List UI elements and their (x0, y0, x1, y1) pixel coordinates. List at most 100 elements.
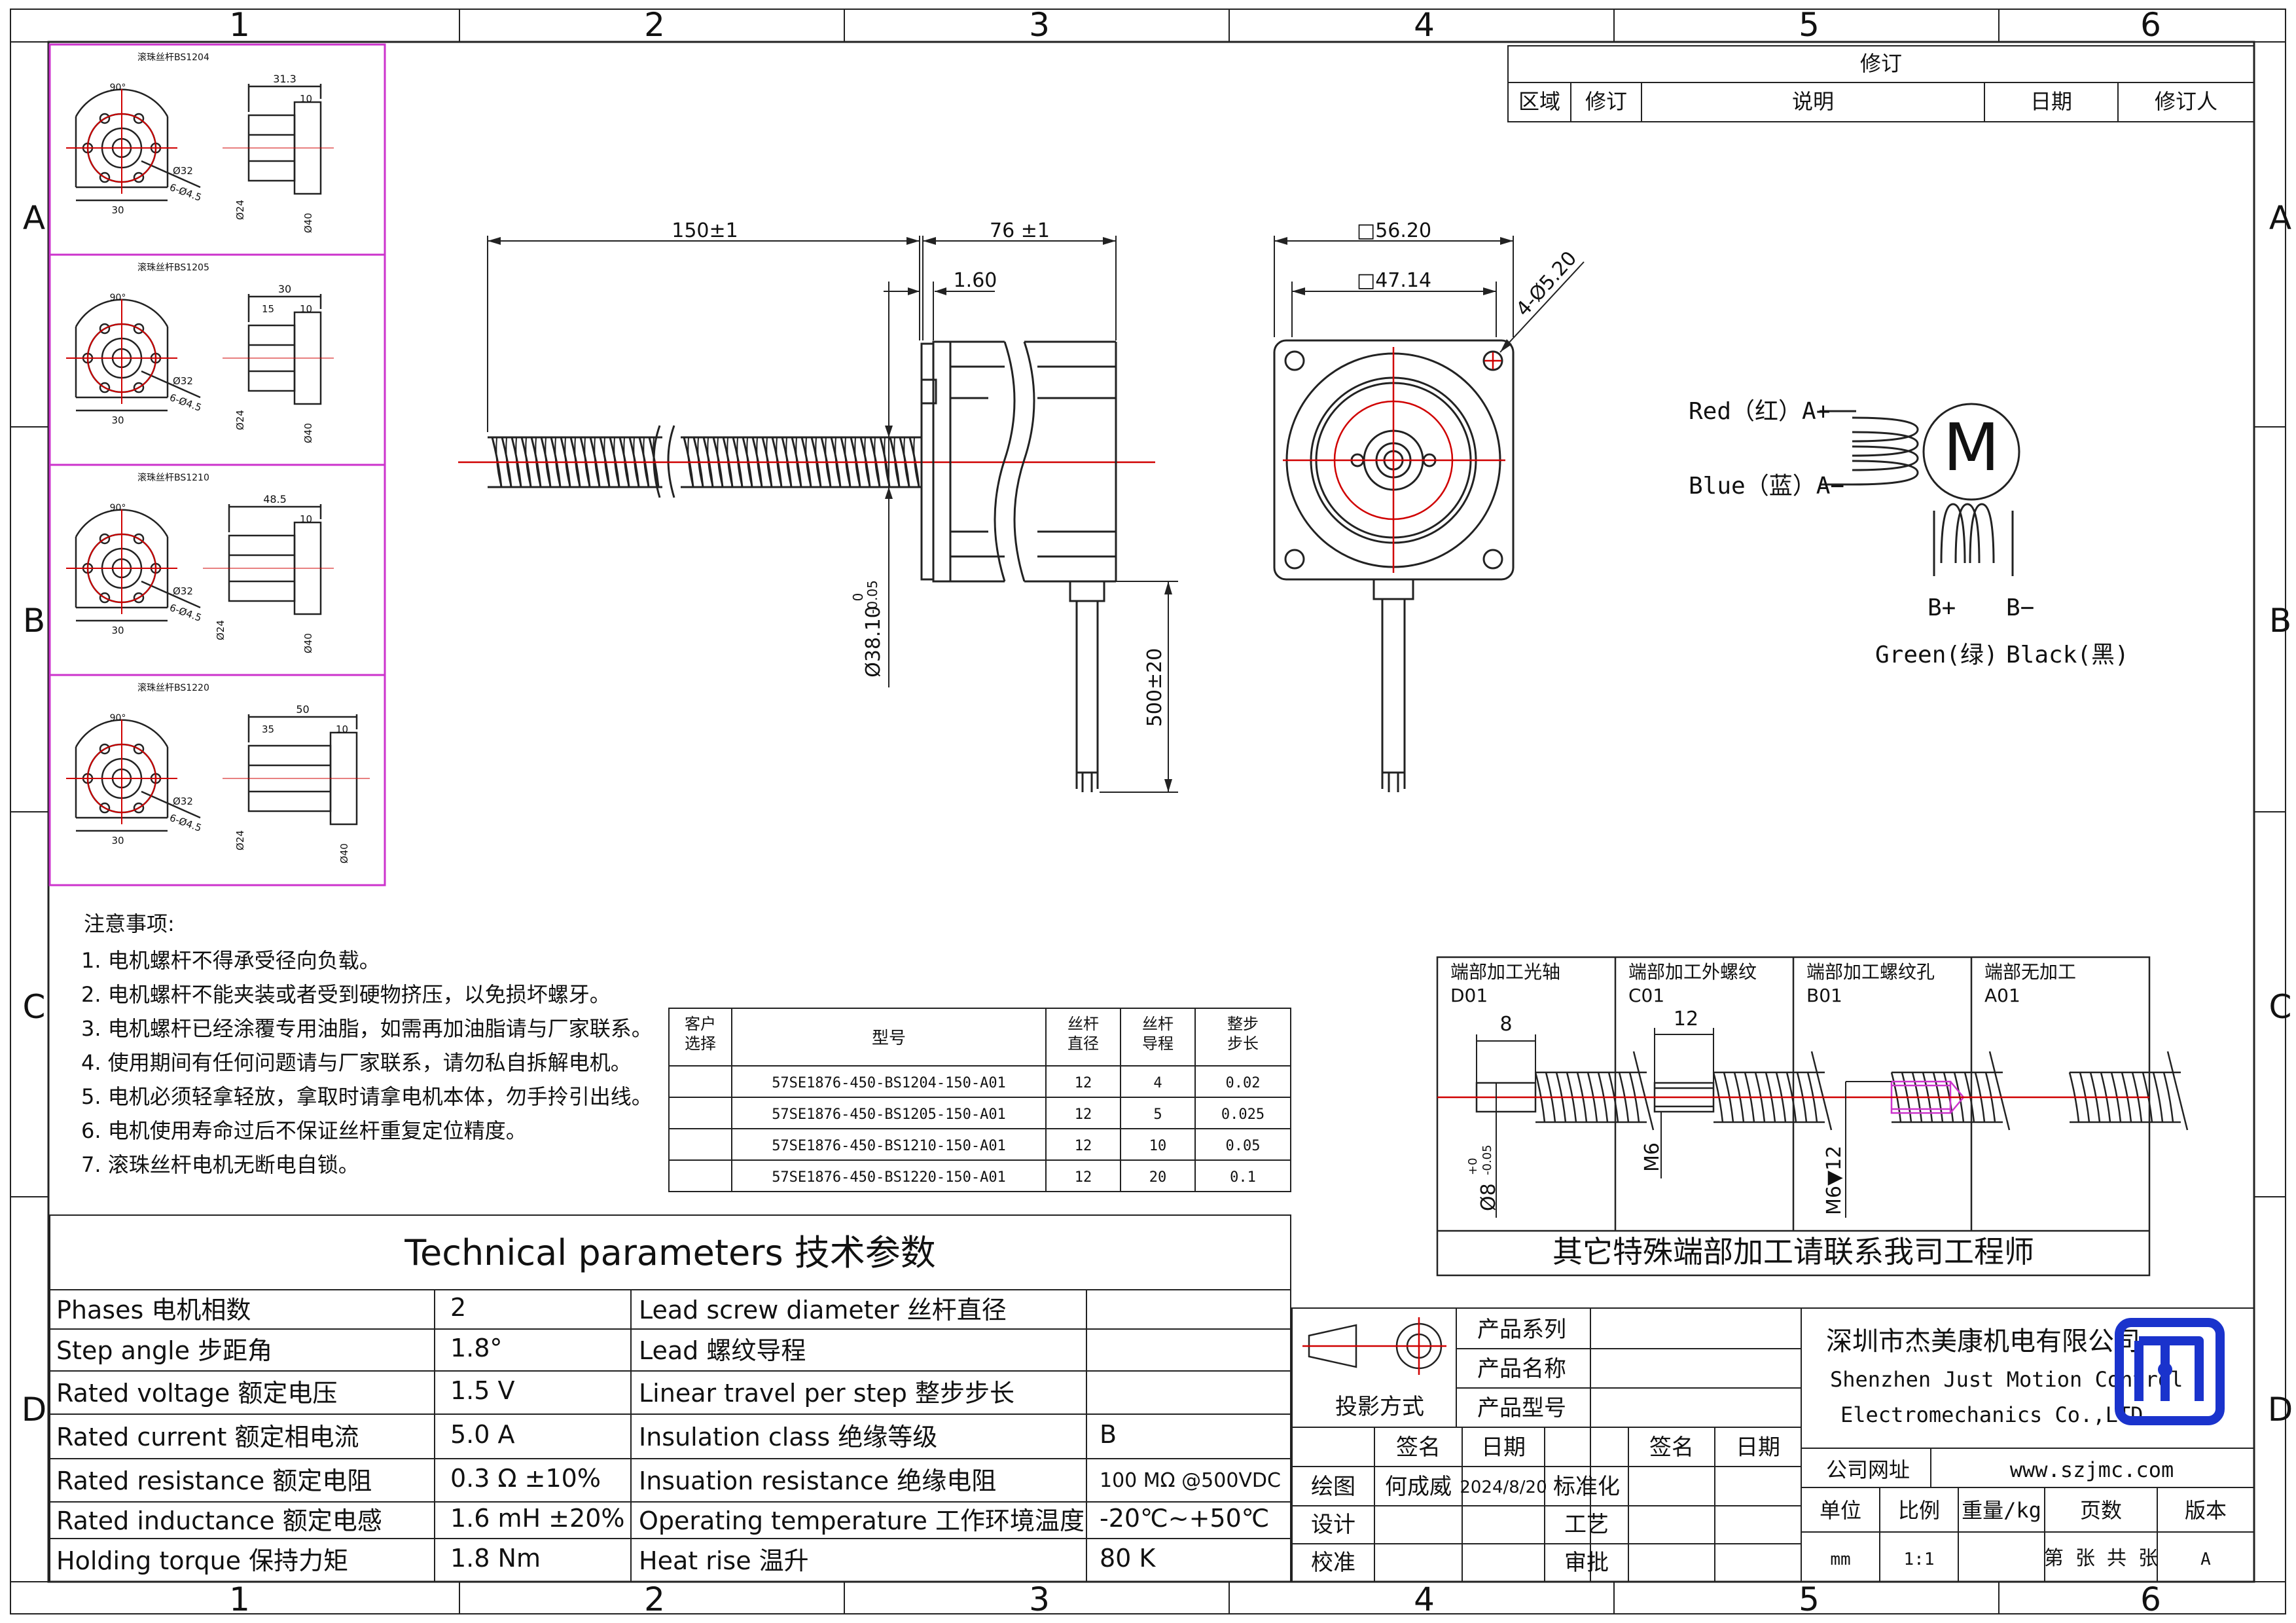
tech-param-value: 0.3 Ω ±10% (450, 1464, 601, 1493)
grid-row-label: C (2269, 988, 2292, 1026)
variant-dim: 10 (300, 93, 312, 105)
variant-title: 滚珠丝杆BS1220 (137, 682, 209, 693)
projection-symbol (1302, 1317, 1446, 1375)
tb-pages-label: 页数 (2080, 1498, 2122, 1523)
end-option-name: 端部无加工 (1984, 961, 2076, 983)
tech-param-value: 1.8 Nm (450, 1544, 541, 1573)
tech-param-label: Heat rise 温升 (639, 1546, 809, 1575)
variant-dim: 90° (110, 503, 126, 513)
grid-col-label: 2 (644, 6, 665, 44)
tech-param-label: Lead screw diameter 丝杆直径 (639, 1296, 1007, 1324)
variant-dim: 10 (336, 723, 348, 735)
tb-date: 日期 (1481, 1434, 1526, 1461)
tech-param-label: Step angle 步距角 (56, 1336, 272, 1365)
lead-screw (458, 425, 1155, 498)
tb-website-label: 公司网址 (1826, 1457, 1910, 1482)
variant-dim: 30 (111, 414, 124, 426)
model-table-cell: 20 (1149, 1169, 1167, 1186)
note-item: 1. 电机螺杆不得承受径向负载。 (81, 948, 380, 973)
wiring-diagram: M Red（红）A+ Blue（蓝）A− B+ B− Green(绿) Blac… (1689, 398, 2129, 668)
variant-dim: 10 (300, 513, 312, 525)
variant-dim: Ø40 (338, 843, 350, 864)
dim-length: 150±1 (672, 219, 738, 242)
variant-dim: 15 (262, 303, 274, 315)
model-table-cell: 0.025 (1221, 1106, 1265, 1123)
dim-boss-dia: Ø38.10 (862, 606, 885, 678)
tech-param-label: Phases 电机相数 (56, 1296, 251, 1324)
end-option-name: 端部加工螺纹孔 (1806, 961, 1935, 983)
company-name-cn: 深圳市杰美康机电有限公司 (1826, 1326, 2140, 1357)
revision-title: 修订 (1860, 51, 1902, 76)
model-table-header: 整步步长 (1227, 1015, 1259, 1053)
end-option-name: 端部加工外螺纹 (1628, 961, 1757, 983)
tb-process: 工艺 (1564, 1512, 1609, 1538)
variant-dim: Ø24 (234, 830, 246, 850)
notes-title: 注意事项: (84, 911, 175, 936)
wire-b-plus: B+ (1928, 594, 1956, 621)
tech-param-value: 100 MΩ @500VDC (1100, 1469, 1281, 1492)
end-option-dim: +0 (1466, 1158, 1480, 1175)
grid-row-label: A (23, 199, 45, 237)
variant-dim: Ø24 (215, 620, 226, 640)
revision-header: 说明 (1792, 89, 1834, 114)
model-table-cell: 57SE1876-450-BS1210-150-A01 (772, 1138, 1006, 1154)
variant-dim: 50 (296, 703, 309, 716)
variant-dim: 90° (110, 713, 126, 723)
technical-parameters-table: Technical parameters 技术参数 Phases 电机相数 2 Lea… (49, 1214, 1291, 1582)
dim-flange: 1.60 (954, 269, 997, 292)
wire-a-minus: Blue（蓝）A− (1689, 473, 1844, 500)
end-option-code: A01 (1984, 985, 2020, 1006)
model-table-header: 客户选择 (685, 1015, 716, 1053)
grid-col-label: 2 (644, 1580, 665, 1618)
model-table-cell: 0.02 (1226, 1075, 1261, 1091)
note-item: 3. 电机螺杆已经涂覆专用油脂，如需再加油脂请与厂家联系。 (81, 1016, 653, 1041)
variant-dim: 90° (110, 293, 126, 303)
tb-sign: 签名 (1396, 1434, 1441, 1461)
tech-param-value: 1.5 V (450, 1376, 515, 1405)
tech-param-label: Holding torque 保持力矩 (56, 1546, 348, 1575)
variant-dim: 31.3 (273, 73, 296, 85)
wire-black: Black(黑) (2006, 642, 2129, 668)
model-table-cell: 12 (1075, 1075, 1092, 1091)
tech-param-value: 2 (450, 1293, 466, 1322)
model-table-header: 丝杆导程 (1142, 1015, 1174, 1053)
tech-param-value: 1.8° (450, 1334, 502, 1362)
grid-labels: 1 2 3 4 5 6 1 2 3 4 5 6 A B C D A B C D (22, 6, 2293, 1618)
grid-col-label: 5 (1799, 1580, 1820, 1618)
notes: 注意事项: 1. 电机螺杆不得承受径向负载。 2. 电机螺杆不能夹装或者受到硬物… (81, 911, 653, 1177)
tb-website: www.szjmc.com (2010, 1457, 2174, 1482)
model-table-cell: 57SE1876-450-BS1205-150-A01 (772, 1106, 1006, 1123)
grid-col-label: 1 (229, 6, 250, 44)
tb-check: 校准 (1311, 1550, 1355, 1576)
end-option-dim: 8 (1499, 1013, 1512, 1036)
front-view: □56.20 □47.14 4-Ø5.20 (1273, 219, 1585, 792)
tb-drawer: 何成威 (1385, 1474, 1452, 1500)
tech-param-value: -20℃~+50℃ (1100, 1504, 1269, 1533)
tech-param-label: Insuation resistance 绝缘电阻 (639, 1467, 996, 1495)
variant-dim: Ø32 (173, 375, 193, 387)
motor-symbol: M (1943, 409, 2000, 486)
tb-unit: mm (1830, 1550, 1850, 1569)
tb-weight-label: 重量/kg (1962, 1498, 2041, 1523)
variant-dim: 30 (278, 283, 291, 295)
tb-unit-label: 单位 (1820, 1498, 1861, 1523)
tech-param-label: Insulation class 绝缘等级 (639, 1423, 937, 1451)
tech-param-label: Rated resistance 额定电阻 (56, 1467, 372, 1495)
variant-title: 滚珠丝杆BS1204 (137, 52, 209, 63)
variant-dim: 6-Ø4.5 (168, 181, 204, 204)
tb-pages: 第 张 共 张 (2044, 1547, 2158, 1570)
grid-col-label: 5 (1799, 6, 1820, 44)
model-table-header: 型号 (872, 1029, 906, 1048)
revision-table: 修订 区域 修订 说明 日期 修订人 (1507, 45, 2255, 122)
tech-title: Technical parameters 技术参数 (404, 1232, 936, 1273)
grid-row-label: A (2269, 199, 2291, 237)
tb-product-model: 产品型号 (1477, 1395, 1566, 1421)
dim-square-outer: □56.20 (1357, 219, 1431, 242)
end-option-dim: -0.05 (1480, 1144, 1494, 1175)
tech-param-value: 80 K (1100, 1544, 1156, 1573)
note-item: 7. 滚珠丝杆电机无断电自锁。 (81, 1152, 359, 1177)
note-item: 2. 电机螺杆不能夹装或者受到硬物挤压，以免损坏螺牙。 (81, 982, 611, 1007)
